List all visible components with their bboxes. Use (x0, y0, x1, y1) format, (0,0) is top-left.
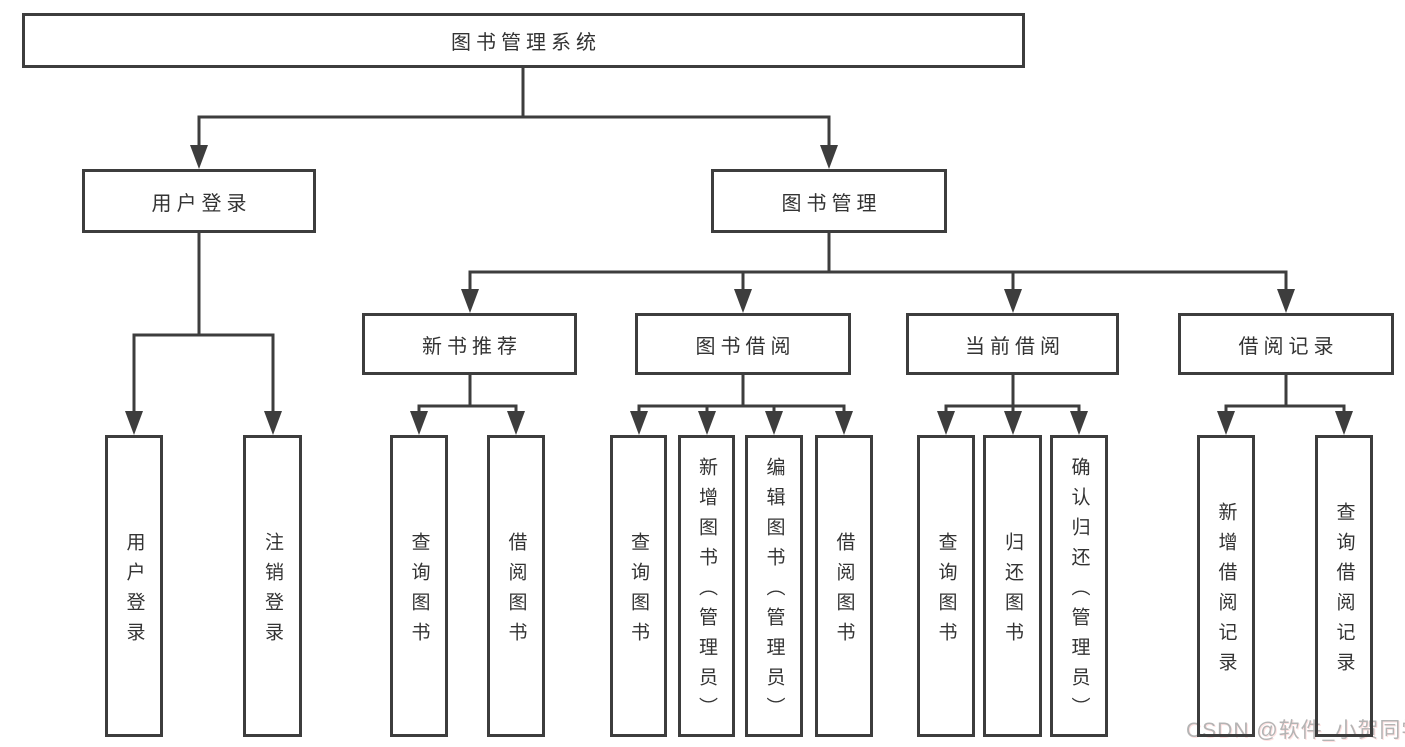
csdn-watermark: CSDN @软件_小贺同学 (1186, 719, 1405, 742)
node-new-book-recommend-label: 新书推荐 (422, 335, 522, 358)
node-rec-borrow-book: 借阅图书 (487, 435, 545, 737)
node-bb-edit-book: 编辑图书（管理员） (745, 435, 803, 737)
node-br-add-record: 新增借阅记录 (1197, 435, 1255, 737)
node-root-label: 图书管理系统 (451, 32, 601, 54)
node-cb-return-book-label: 归还图书 (1002, 531, 1023, 652)
node-current-borrow-label: 当前借阅 (965, 335, 1065, 358)
node-cb-confirm-return: 确认归还（管理员） (1050, 435, 1108, 737)
node-rec-query-book-label: 查询图书 (408, 531, 430, 652)
node-new-book-recommend: 新书推荐 (362, 313, 577, 375)
node-cb-query-book-label: 查询图书 (935, 531, 957, 652)
node-user-login: 用户登录 (82, 169, 316, 233)
node-book-borrow-label: 图书借阅 (695, 335, 796, 358)
node-bb-add-book: 新增图书（管理员） (678, 435, 735, 737)
node-logout: 注销登录 (243, 435, 302, 737)
node-book-management: 图书管理 (711, 169, 947, 233)
node-book-management-label: 图书管理 (781, 192, 882, 215)
node-cb-query-book: 查询图书 (917, 435, 975, 737)
node-bb-edit-book-label: 编辑图书（管理员） (763, 456, 785, 727)
node-rec-borrow-book-label: 借阅图书 (505, 531, 527, 652)
node-borrow-records: 借阅记录 (1178, 313, 1394, 375)
node-br-query-record: 查询借阅记录 (1315, 435, 1373, 737)
node-bb-borrow-book: 借阅图书 (815, 435, 873, 737)
node-current-borrow: 当前借阅 (906, 313, 1119, 375)
node-cb-confirm-return-label: 确认归还（管理员） (1068, 456, 1090, 727)
node-cb-return-book: 归还图书 (983, 435, 1042, 737)
node-br-add-record-label: 新增借阅记录 (1215, 501, 1237, 682)
connector-shafts (132, 68, 1346, 415)
node-rec-query-book: 查询图书 (390, 435, 448, 737)
node-br-query-record-label: 查询借阅记录 (1333, 501, 1355, 682)
node-user-login-leaf-label: 用户登录 (123, 531, 145, 652)
node-borrow-records-label: 借阅记录 (1238, 335, 1339, 358)
node-user-login-label: 用户登录 (151, 192, 252, 215)
node-bb-query-book: 查询图书 (610, 435, 667, 737)
node-user-login-leaf: 用户登录 (105, 435, 163, 737)
arrowheads (125, 145, 1353, 435)
node-root: 图书管理系统 (22, 13, 1025, 68)
node-logout-label: 注销登录 (262, 531, 283, 652)
node-bb-query-book-label: 查询图书 (628, 531, 649, 652)
node-bb-add-book-label: 新增图书（管理员） (696, 456, 717, 727)
node-book-borrow: 图书借阅 (635, 313, 851, 375)
node-bb-borrow-book-label: 借阅图书 (833, 531, 855, 652)
